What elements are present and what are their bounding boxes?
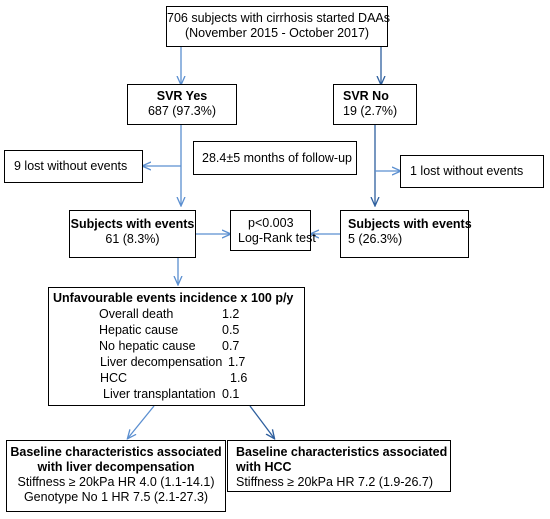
incidence-row-overall-death: Overall death 1.2: [53, 307, 304, 323]
arrow-incidence-to-decomp: [128, 405, 155, 438]
events-left-title: Subjects with events: [70, 217, 195, 231]
incidence-label: Hepatic cause: [99, 323, 179, 337]
svr-yes-title: SVR Yes: [156, 89, 208, 103]
events-left-box: Subjects with events 61 (8.3%): [69, 210, 196, 258]
svr-no-title: SVR No: [343, 89, 389, 103]
events-right-title: Subjects with events: [348, 217, 472, 231]
incidence-value: 0.7: [222, 339, 240, 353]
svr-no-value: 19 (2.7%): [343, 104, 398, 118]
incidence-label: HCC: [100, 371, 128, 385]
lost-right-box: 1 lost without events: [400, 155, 544, 188]
svr-yes-value: 687 (97.3%): [147, 104, 217, 118]
baseline-decomp-title-1: Baseline characteristics associated: [10, 445, 222, 459]
followup-box: 28.4±5 months of follow-up: [193, 141, 357, 175]
incidence-row-liver-transplantation: Liver transplantation 0.1: [53, 387, 304, 403]
baseline-decompensation-box: Baseline characteristics associated with…: [6, 440, 226, 512]
incidence-value: 1.7: [228, 355, 246, 369]
incidence-value: 0.5: [222, 323, 240, 337]
logrank-line-1: p<0.003: [248, 216, 294, 230]
start-line-1: 706 subjects with cirrhosis started DAAs: [167, 11, 391, 25]
start-box: 706 subjects with cirrhosis started DAAs…: [166, 6, 391, 47]
incidence-title: Unfavourable events incidence x 100 p/y: [53, 291, 294, 305]
baseline-hcc-line-1: Stiffness ≥ 20kPa HR 7.2 (1.9-26.7): [236, 475, 434, 489]
incidence-row-hepatic-cause: Hepatic cause 0.5: [53, 323, 304, 339]
events-right-box: Subjects with events 5 (26.3%): [340, 210, 472, 258]
incidence-value: 1.6: [230, 371, 248, 385]
svr-no-box: SVR No 19 (2.7%): [333, 84, 417, 125]
incidence-label: Liver transplantation: [103, 387, 216, 401]
baseline-hcc-title-2: with HCC: [236, 460, 292, 474]
lost-right-text: 1 lost without events: [410, 164, 524, 178]
incidence-value: 1.2: [222, 307, 240, 321]
incidence-box: Unfavourable events incidence x 100 p/y …: [48, 287, 305, 406]
baseline-hcc-title-1: Baseline characteristics associated: [236, 445, 448, 459]
logrank-box: p<0.003 Log-Rank test: [230, 210, 316, 251]
followup-text: 28.4±5 months of follow-up: [202, 151, 352, 165]
incidence-value: 0.1: [222, 387, 240, 401]
incidence-label: Liver decompensation: [100, 355, 223, 369]
incidence-row-hcc: HCC 1.6: [53, 371, 304, 387]
baseline-decomp-line-1: Stiffness ≥ 20kPa HR 4.0 (1.1-14.1): [17, 475, 215, 489]
baseline-hcc-box: Baseline characteristics associated with…: [227, 440, 451, 492]
baseline-decomp-line-2: Genotype No 1 HR 7.5 (2.1-27.3): [23, 490, 209, 504]
baseline-decomp-title-2: with liver decompensation: [37, 460, 195, 474]
incidence-row-no-hepatic-cause: No hepatic cause 0.7: [53, 339, 304, 355]
logrank-line-2: Log-Rank test: [238, 231, 316, 245]
arrow-incidence-to-hcc: [249, 405, 274, 438]
incidence-row-liver-decompensation: Liver decompensation 1.7: [53, 355, 304, 371]
lost-left-box: 9 lost without events: [4, 150, 143, 183]
svr-yes-box: SVR Yes 687 (97.3%): [127, 84, 237, 125]
events-right-value: 5 (26.3%): [348, 232, 403, 246]
events-left-value: 61 (8.3%): [105, 232, 160, 246]
lost-left-text: 9 lost without events: [14, 159, 128, 173]
start-line-2: (November 2015 - October 2017): [184, 26, 370, 40]
incidence-label: No hepatic cause: [99, 339, 196, 353]
incidence-label: Overall death: [99, 307, 174, 321]
